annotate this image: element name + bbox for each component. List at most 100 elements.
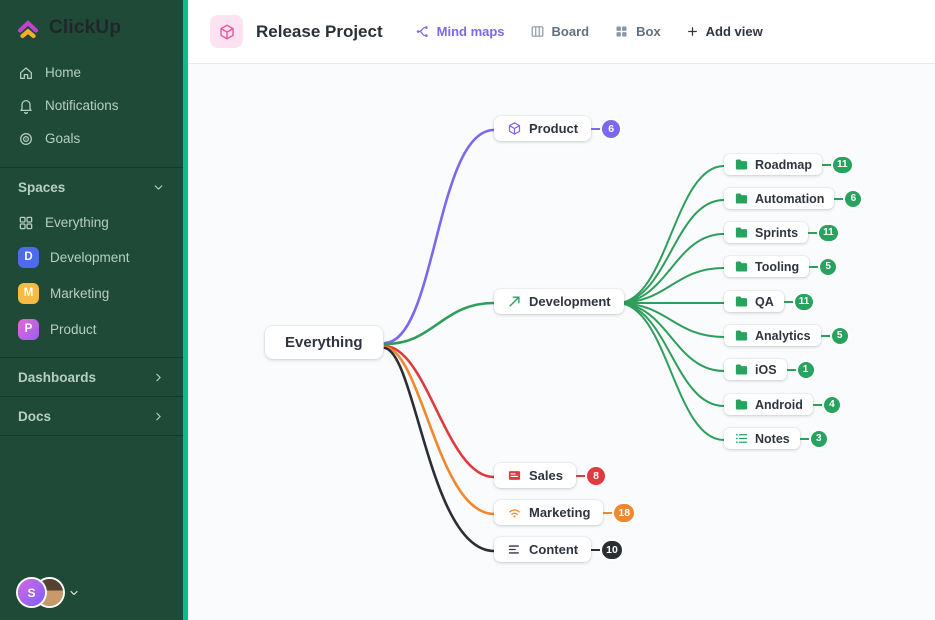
node-label: iOS	[755, 362, 777, 377]
badge-connector	[812, 403, 824, 406]
divider	[0, 357, 183, 358]
page-title: Release Project	[256, 21, 383, 41]
badge-connector	[783, 300, 795, 303]
node-card[interactable]: Automation	[724, 188, 835, 209]
clickup-logo[interactable]: ClickUp	[0, 0, 183, 56]
count-badge[interactable]: 6	[845, 190, 862, 207]
mindmap-canvas[interactable]: Everything Product 6 Development	[188, 64, 935, 620]
node-card[interactable]: Everything	[265, 326, 383, 359]
count-badge[interactable]: 8	[586, 466, 605, 485]
mindmap-node-tooling[interactable]: Tooling 5	[724, 256, 837, 277]
home-icon	[18, 65, 34, 81]
node-card[interactable]: Android	[724, 394, 813, 415]
count-badge[interactable]: 11	[832, 156, 852, 173]
count-badge[interactable]: 11	[819, 224, 838, 241]
clickup-logo-icon	[16, 16, 40, 40]
node-card[interactable]: Marketing	[494, 500, 604, 525]
arrow-up-right-icon	[507, 294, 522, 309]
node-label: Analytics	[755, 328, 811, 343]
mindmap-node-notes[interactable]: Notes 3	[724, 428, 827, 449]
view-tabs: Mind maps Board Box Add view	[415, 24, 763, 39]
node-card[interactable]: iOS	[724, 359, 787, 380]
mindmap-node-analytics[interactable]: Analytics 5	[724, 325, 848, 346]
mindmap-node-android[interactable]: Android 4	[724, 394, 840, 415]
add-view-button[interactable]: Add view	[686, 24, 763, 39]
node-card[interactable]: Tooling	[724, 256, 810, 277]
cube-icon	[218, 23, 236, 41]
mindmap-node-sprints[interactable]: Sprints 11	[724, 222, 838, 243]
count-badge[interactable]: 3	[810, 430, 827, 447]
sidebar-space-everything[interactable]: Everything	[0, 206, 183, 239]
project-icon[interactable]	[210, 15, 243, 48]
chevron-right-icon	[152, 371, 165, 384]
node-card[interactable]: Content	[494, 537, 592, 562]
node-card[interactable]: Development	[494, 289, 624, 314]
plus-icon	[686, 25, 699, 38]
sidebar-space-development[interactable]: D Development	[0, 239, 183, 275]
sidebar-space-product[interactable]: P Product	[0, 311, 183, 347]
mindmap-node-everything[interactable]: Everything	[265, 326, 383, 359]
mindmap-icon	[415, 24, 430, 39]
folder-icon	[734, 191, 749, 206]
mindmap-edges	[383, 128, 725, 553]
mindmap-node-roadmap[interactable]: Roadmap 11	[724, 154, 852, 175]
divider	[0, 396, 183, 397]
wifi-icon	[507, 505, 522, 520]
node-card[interactable]: Sprints	[724, 222, 809, 243]
node-card[interactable]: Product	[494, 116, 592, 141]
bell-icon	[18, 98, 34, 114]
chevron-right-icon	[152, 410, 165, 423]
node-card[interactable]: QA	[724, 291, 784, 312]
sidebar-space-marketing[interactable]: M Marketing	[0, 275, 183, 311]
mindmap-node-automation[interactable]: Automation 6	[724, 188, 862, 209]
mindmap-node-development[interactable]: Development	[494, 289, 624, 314]
mindmap-node-qa[interactable]: QA 11	[724, 291, 814, 312]
badge-connector	[603, 511, 615, 514]
count-badge[interactable]: 11	[794, 293, 814, 310]
count-badge[interactable]: 4	[823, 396, 840, 413]
node-label: Tooling	[755, 259, 800, 274]
grid-icon	[18, 215, 34, 231]
user-profile-menu[interactable]: S	[18, 579, 80, 606]
main-area: Release Project Mind maps Board Box Add …	[188, 0, 935, 620]
count-badge[interactable]: 6	[602, 119, 621, 138]
node-label: Notes	[755, 431, 790, 446]
list-icon	[734, 431, 749, 446]
sidebar-item-label: Notifications	[45, 98, 119, 113]
badge-connector	[575, 474, 587, 477]
space-label: Product	[50, 321, 97, 337]
spaces-section-header[interactable]: Spaces	[0, 168, 183, 206]
node-card[interactable]: Notes	[724, 428, 800, 449]
tab-box[interactable]: Box	[614, 24, 661, 39]
node-label: Android	[755, 397, 803, 412]
mindmap-node-product[interactable]: Product 6	[494, 116, 621, 141]
node-card[interactable]: Roadmap	[724, 154, 822, 175]
folder-icon	[734, 397, 749, 412]
count-badge[interactable]: 10	[602, 540, 622, 559]
node-label: Development	[529, 294, 611, 309]
count-badge[interactable]: 5	[831, 327, 848, 344]
node-card[interactable]: Sales	[494, 463, 576, 488]
sidebar-item-goals[interactable]: Goals	[0, 122, 183, 155]
tab-mind-maps[interactable]: Mind maps	[415, 24, 505, 39]
mindmap-node-content[interactable]: Content 10	[494, 537, 622, 562]
mindmap-node-sales[interactable]: Sales 8	[494, 463, 605, 488]
count-badge[interactable]: 5	[820, 258, 837, 275]
node-label: Product	[529, 121, 579, 136]
user-avatar-initial[interactable]: S	[18, 579, 45, 606]
divider	[0, 435, 183, 436]
sidebar-section-docs[interactable]: Docs	[0, 397, 183, 435]
sidebar-section-dashboards[interactable]: Dashboards	[0, 358, 183, 396]
space-label: Development	[50, 249, 130, 265]
mindmap-node-marketing[interactable]: Marketing 18	[494, 500, 635, 525]
sidebar-item-home[interactable]: Home	[0, 56, 183, 89]
sidebar-item-label: Home	[45, 65, 82, 80]
mindmap-node-ios[interactable]: iOS 1	[724, 359, 814, 380]
count-badge[interactable]: 1	[797, 361, 814, 378]
sidebar-item-notifications[interactable]: Notifications	[0, 89, 183, 122]
count-badge[interactable]: 18	[614, 503, 635, 522]
chevron-down-icon	[152, 181, 165, 194]
tab-board[interactable]: Board	[530, 24, 589, 39]
node-card[interactable]: Analytics	[724, 325, 821, 346]
